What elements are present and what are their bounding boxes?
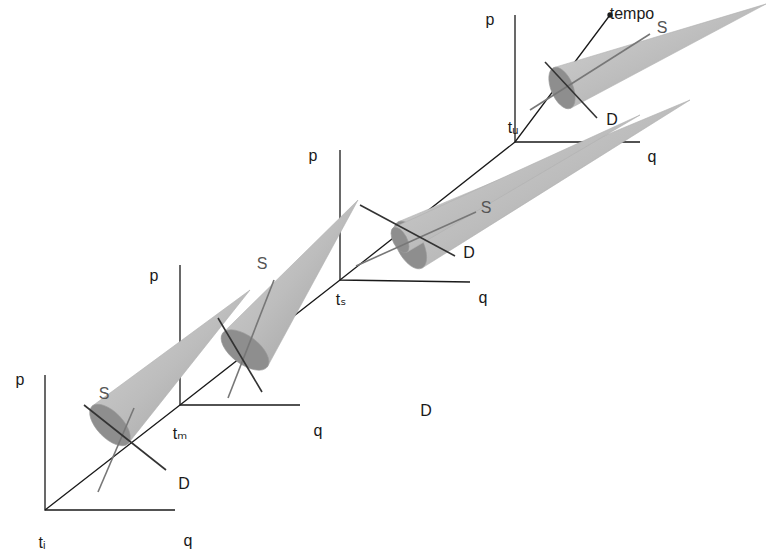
demand-line (218, 318, 262, 392)
cone-body (398, 100, 690, 268)
supply-line (228, 280, 274, 398)
axis-label: q (314, 423, 323, 439)
cones (83, 4, 766, 453)
axis-label: tᵤ (508, 120, 519, 136)
supply-demand-lines (84, 34, 650, 492)
axis-label: S (657, 20, 668, 36)
axis-label: p (150, 268, 159, 284)
axis-label: p (486, 12, 495, 28)
axis-label: D (178, 476, 190, 492)
axis-label: tᵢ (39, 535, 46, 551)
cone-base (214, 322, 276, 378)
cone-base (543, 63, 580, 112)
supply-line (530, 34, 650, 110)
axes (45, 13, 640, 510)
axis-label: tempo (610, 6, 654, 22)
axis-label: S (481, 200, 492, 216)
demand-line (360, 205, 455, 256)
axis-label: tₘ (173, 426, 187, 442)
axis-label: q (184, 533, 193, 549)
time-axis (45, 15, 610, 510)
axis-label: S (99, 386, 110, 402)
demand-line (84, 405, 166, 470)
demand-line (545, 62, 597, 118)
supply-line (356, 212, 476, 266)
cone-body (554, 4, 766, 108)
axis-label: D (606, 112, 618, 128)
axis-label: tₛ (336, 292, 346, 308)
axis-label: D (463, 245, 475, 261)
axis-label: D (420, 403, 432, 419)
axis-label: q (479, 290, 488, 306)
axis-label: p (309, 148, 318, 164)
axis-label: p (16, 372, 25, 388)
axis-label: S (257, 256, 268, 272)
axis-label: q (648, 149, 657, 165)
